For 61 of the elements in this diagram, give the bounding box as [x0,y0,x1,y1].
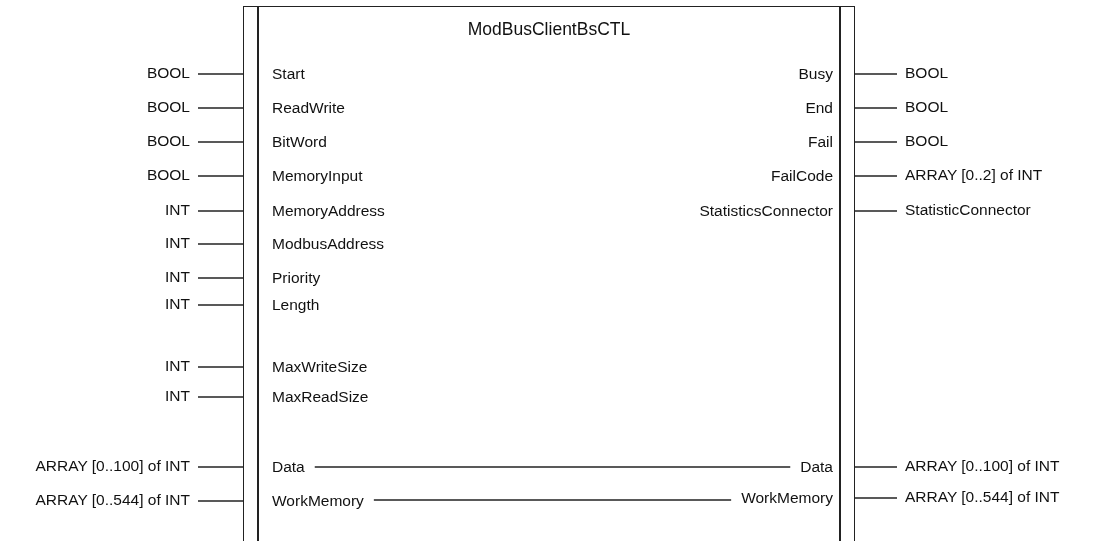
input-pin-label: ReadWrite [244,98,345,118]
data-type-label: BOOL [146,131,198,151]
data-type-label: ARRAY [0..544] of INT [35,490,198,510]
connector-line [197,141,245,143]
connector-line [314,466,791,468]
output-pin-label: StatisticsConnector [699,201,854,221]
connector-line [197,175,245,177]
data-type-label: BOOL [897,63,949,83]
data-type-label: INT [165,294,198,314]
data-type-label: BOOL [897,131,949,151]
output-pin-label: Fail [808,132,854,152]
connector-line [197,107,245,109]
block-title: ModBusClientBsCTL [466,19,632,39]
input-pin-label: Length [244,295,320,315]
connector-line [197,366,245,368]
data-type-label: ARRAY [0..2] of INT [897,165,1043,185]
connector-line [197,500,245,502]
input-pin-label: WorkMemory [244,491,374,511]
connector-line [853,107,898,109]
connector-line [373,499,732,501]
data-type-label: INT [165,386,198,406]
input-pin-label: MaxWriteSize [244,357,368,377]
input-pin-label: Data [244,457,315,477]
input-pin-label: ModbusAddress [244,234,384,254]
connector-line [853,210,898,212]
output-pin-label: Busy [798,64,854,84]
connector-line [853,466,898,468]
connector-line [853,141,898,143]
connector-line [197,304,245,306]
connector-line [853,497,898,499]
data-type-label: ARRAY [0..544] of INT [897,487,1060,507]
data-type-label: INT [165,233,198,253]
function-block [243,6,855,541]
output-pin-label: Data [790,457,854,477]
input-pin-label: BitWord [244,132,327,152]
input-pin-label: Start [244,64,305,84]
input-pin-label: MemoryInput [244,166,363,186]
output-pin-label: FailCode [770,166,854,186]
data-type-label: BOOL [146,97,198,117]
data-type-label: INT [165,356,198,376]
data-type-label: INT [165,267,198,287]
data-type-label: ARRAY [0..100] of INT [35,456,198,476]
input-pin-label: MemoryAddress [244,201,385,221]
input-pin-label: MaxReadSize [244,387,369,407]
connector-line [853,73,898,75]
connector-line [197,396,245,398]
output-pin-label: End [805,98,854,118]
connector-line [197,73,245,75]
connector-line [197,466,245,468]
connector-line [197,243,245,245]
output-pin-label: WorkMemory [731,488,854,508]
connector-line [197,210,245,212]
data-type-label: ARRAY [0..100] of INT [897,456,1060,476]
data-type-label: BOOL [146,165,198,185]
data-type-label: BOOL [146,63,198,83]
connector-line [197,277,245,279]
connector-line [853,175,898,177]
data-type-label: StatisticConnector [897,200,1031,220]
data-type-label: BOOL [897,97,949,117]
data-type-label: INT [165,200,198,220]
input-pin-label: Priority [244,268,321,288]
